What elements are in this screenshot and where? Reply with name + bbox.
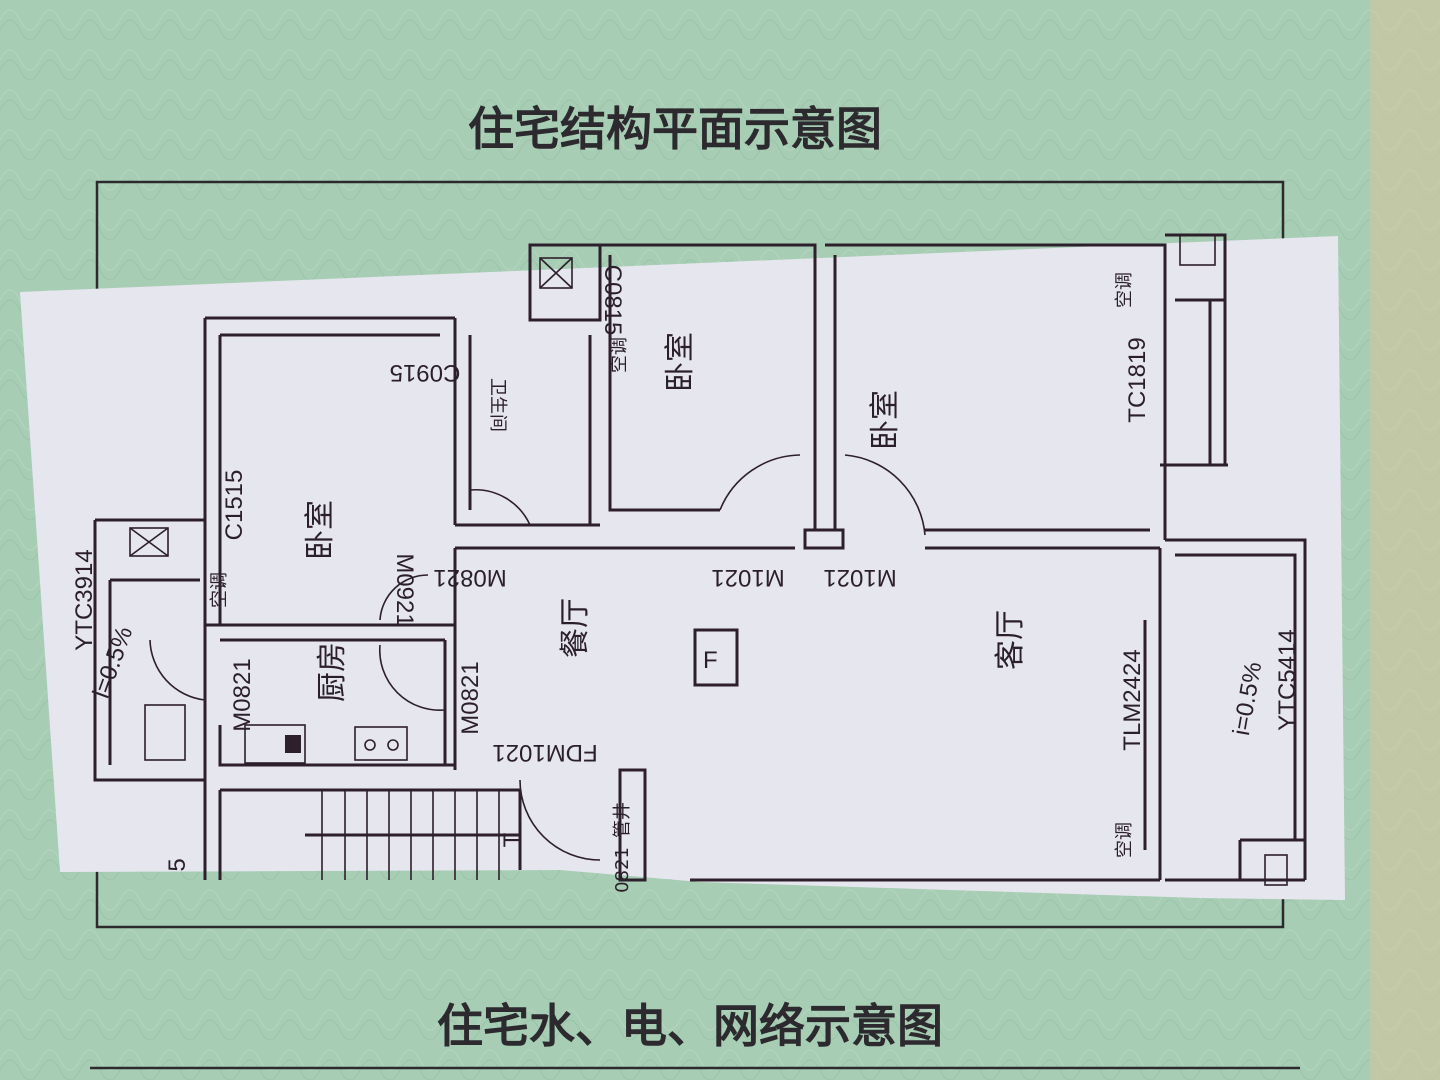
ac-mark: 空调 [1114,822,1135,858]
code-c0815: C0815 [599,265,626,336]
code-tlm2424: TLM2424 [1119,649,1146,750]
room-pipe-shaft: 管井 [612,802,633,838]
code-m0821-bedroom: M0821 [433,564,506,591]
room-labels: 卧室 卧室 卧室 卫生间 餐厅 客厅 厨房 管井 [303,332,1028,838]
ac-mark: 空调 [209,572,230,608]
ac-mark: 空调 [1114,272,1135,308]
code-c1515: C1515 [221,470,248,541]
code-ytc3914: YTC3914 [71,549,98,650]
stair-treads [321,790,500,880]
page-title: 住宅结构平面示意图 [468,102,882,156]
stair-mark: T [499,832,526,847]
room-dining: 餐厅 [558,598,593,658]
room-living: 客厅 [993,610,1028,670]
code-ytc5414: YTC5414 [1274,629,1301,730]
room-kitchen: 厨房 [315,642,350,702]
code-c0915: C0915 [390,359,461,386]
edge-number: 5 [164,858,191,871]
code-shaft: 0821 [612,847,633,893]
room-bedroom-left: 卧室 [303,500,338,560]
ac-marks: 空调 空调 空调 空调 [209,272,1135,858]
room-bedroom-middle: 卧室 [663,332,698,392]
code-m0821-kitchen-right: M0821 [457,661,484,734]
ac-mark: 空调 [609,337,630,373]
opening-codes: C0915 C0815 TC1819 C1515 YTC3914 i=0.5% … [71,265,1301,893]
page-edge [1370,0,1440,1080]
code-tc1819: TC1819 [1124,337,1151,422]
code-m1021-a: M1021 [711,564,784,591]
section-title: 住宅水、电、网络示意图 [437,999,943,1053]
pasted-plan-paper [20,236,1345,900]
room-bathroom: 卫生间 [487,378,508,432]
code-fdm1021: FDM1021 [492,739,597,766]
code-m0921: M0921 [391,553,418,626]
dining-marker-letter: F [703,647,718,674]
room-bedroom-right: 卧室 [868,390,903,450]
walls: F [93,233,1307,886]
code-m0821-kitchen-left: M0821 [229,658,256,731]
code-m1021-b: M1021 [823,564,896,591]
